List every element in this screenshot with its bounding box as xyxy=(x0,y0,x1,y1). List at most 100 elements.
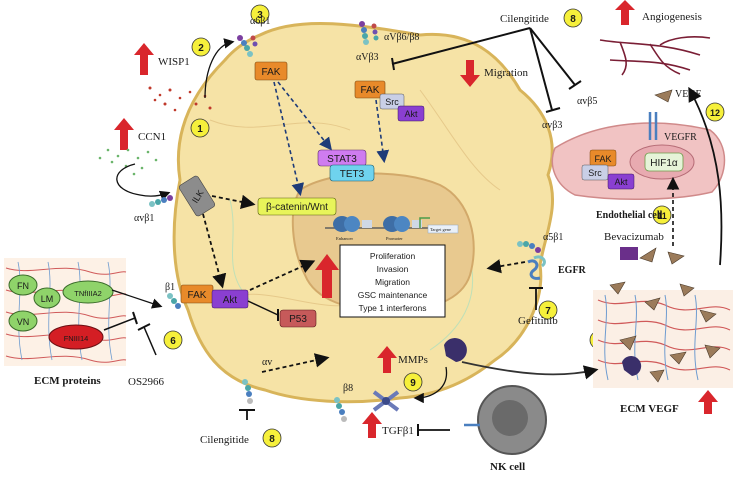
enhancer-label: Enhancer xyxy=(336,236,353,241)
bevacizumab-icon xyxy=(620,247,638,260)
ecm-vegf-up-arrow xyxy=(698,390,718,414)
step-badge-11: 11 xyxy=(652,205,672,225)
avb5-label: αvβ5 xyxy=(577,96,597,107)
akt-p53-inhibition xyxy=(247,300,279,316)
svg-text:P53: P53 xyxy=(289,314,307,325)
hif1a-label: HIF1α xyxy=(650,158,678,169)
svg-text:8: 8 xyxy=(570,14,576,25)
step-badge-3: 3 xyxy=(250,4,270,24)
b8-label: β8 xyxy=(343,383,353,394)
integrin-avb3-top xyxy=(359,21,379,45)
step-badge-1: 1 xyxy=(190,118,210,138)
nk-cell xyxy=(464,385,547,455)
avb1-label: αvβ1 xyxy=(134,213,154,224)
ecm-fn: FN xyxy=(17,281,29,291)
integrin-b8 xyxy=(334,397,347,422)
integrin-avb1 xyxy=(149,195,173,207)
svg-text:8: 8 xyxy=(269,434,275,445)
svg-text:1: 1 xyxy=(197,124,203,135)
upregulation-arrow xyxy=(315,254,339,298)
avb3-endo-label: αvβ3 xyxy=(542,120,562,131)
av-label: αv xyxy=(262,357,272,368)
angiogenesis-label: Angiogenesis xyxy=(642,11,702,23)
svg-text:11: 11 xyxy=(657,211,667,221)
svg-text:Akt: Akt xyxy=(223,295,238,306)
bevacizumab-label: Bevacizumab xyxy=(604,231,664,243)
svg-text:TET3: TET3 xyxy=(340,169,365,180)
gefitinib-label: Gefitinib xyxy=(518,315,558,327)
svg-text:3: 3 xyxy=(257,10,263,21)
outcome-gsc: GSC maintenance xyxy=(358,290,428,300)
tgfb1-label: TGFβ1 xyxy=(382,425,414,437)
ecm-tnfiiia2: TNfIIIA2 xyxy=(74,289,102,298)
ccn1-particles xyxy=(98,148,158,176)
svg-text:Src: Src xyxy=(385,97,399,107)
mmp-pacman-icon xyxy=(444,338,467,362)
nk-cell-label: NK cell xyxy=(490,461,525,473)
step-badge-6: 6 xyxy=(163,330,183,350)
endothelial-cell: HIF1α FAK Src Akt xyxy=(551,112,726,201)
signaling-arrows xyxy=(273,81,390,197)
tumor-cell xyxy=(172,22,555,404)
angiogenesis-up-arrow xyxy=(615,0,635,25)
avb68-label: αVβ6/β8 xyxy=(384,32,419,43)
wisp1-label: WISP1 xyxy=(158,56,190,68)
vegf-feedback-arrow xyxy=(688,86,723,266)
tgfb1-latent-complex xyxy=(372,390,400,412)
ccn1-group: CCN1 xyxy=(98,118,171,201)
svg-text:Src: Src xyxy=(588,168,602,178)
integrin-a6b1 xyxy=(237,35,258,57)
cilengitide-inhibition-lines xyxy=(391,27,582,113)
p53-node: P53 xyxy=(279,309,317,328)
step-badge-2: 2 xyxy=(191,37,211,57)
svg-text:12: 12 xyxy=(710,108,720,118)
wisp1-up-arrow xyxy=(134,43,154,75)
tet3-node: TET3 xyxy=(329,164,375,182)
fak-src-akt-top: FAK Src Akt xyxy=(354,80,425,122)
step-badge-12: 12 xyxy=(705,102,725,122)
target-gene-label: Target gene xyxy=(430,227,451,232)
stat3-node: STAT3 xyxy=(317,149,367,167)
b1-label: β1 xyxy=(165,282,175,293)
ecm-lm: LM xyxy=(41,294,54,304)
endothelial-cell-label: Endothelial cell xyxy=(596,210,663,221)
os2966-label: OS2966 xyxy=(128,376,165,388)
vegf-molecule xyxy=(654,89,673,103)
outcome-invasion: Invasion xyxy=(377,264,409,274)
mmps-up-arrow xyxy=(377,346,397,373)
ecm-proteins-cluster: FN LM VN TNfIIIA2 FNIII14 xyxy=(4,258,127,366)
gene-regulation: Enhancer Promoter Target gene xyxy=(325,216,459,241)
egfr-label: EGFR xyxy=(558,265,587,276)
migration-down-arrow xyxy=(460,60,480,87)
svg-text:STAT3: STAT3 xyxy=(327,154,357,165)
wisp1-group: WISP1 xyxy=(134,38,235,112)
a6b1-label: α6β1 xyxy=(250,16,270,27)
svg-text:β-catenin/Wnt: β-catenin/Wnt xyxy=(266,202,328,213)
ccn1-up-arrow xyxy=(114,118,134,150)
outcomes-box: Proliferation Invasion Migration GSC mai… xyxy=(315,244,446,318)
mmps-label: MMPs xyxy=(398,354,428,366)
step-badge-9: 9 xyxy=(403,372,423,392)
svg-text:9: 9 xyxy=(410,378,416,389)
svg-text:6: 6 xyxy=(170,336,176,347)
ecm-vegf-label: ECM VEGF xyxy=(620,403,679,415)
migration-label: Migration xyxy=(484,67,528,79)
svg-text:FAK: FAK xyxy=(262,67,281,78)
ecm-vn: VN xyxy=(17,317,30,327)
ecm-fniii14: FNIII14 xyxy=(64,334,89,343)
outcome-proliferation: Proliferation xyxy=(370,251,416,261)
egfr-receptor xyxy=(527,255,546,280)
black-signaling-arrows xyxy=(202,194,526,373)
beta-catenin-node: β-catenin/Wnt xyxy=(257,197,337,216)
a5b1-label: α5β1 xyxy=(543,232,563,243)
svg-text:Akt: Akt xyxy=(404,109,418,119)
tgfb1-up-arrow xyxy=(362,412,382,438)
ilk-node: ILK xyxy=(178,175,216,217)
svg-text:FAK: FAK xyxy=(361,85,380,96)
svg-text:7: 7 xyxy=(545,306,551,317)
ecm-vegf-block xyxy=(593,281,733,388)
svg-text:Akt: Akt xyxy=(614,177,628,187)
step-badge-8-bottom: 8 xyxy=(262,428,282,448)
blood-vessel xyxy=(599,36,711,76)
vegf-label: VEGF xyxy=(675,89,702,100)
